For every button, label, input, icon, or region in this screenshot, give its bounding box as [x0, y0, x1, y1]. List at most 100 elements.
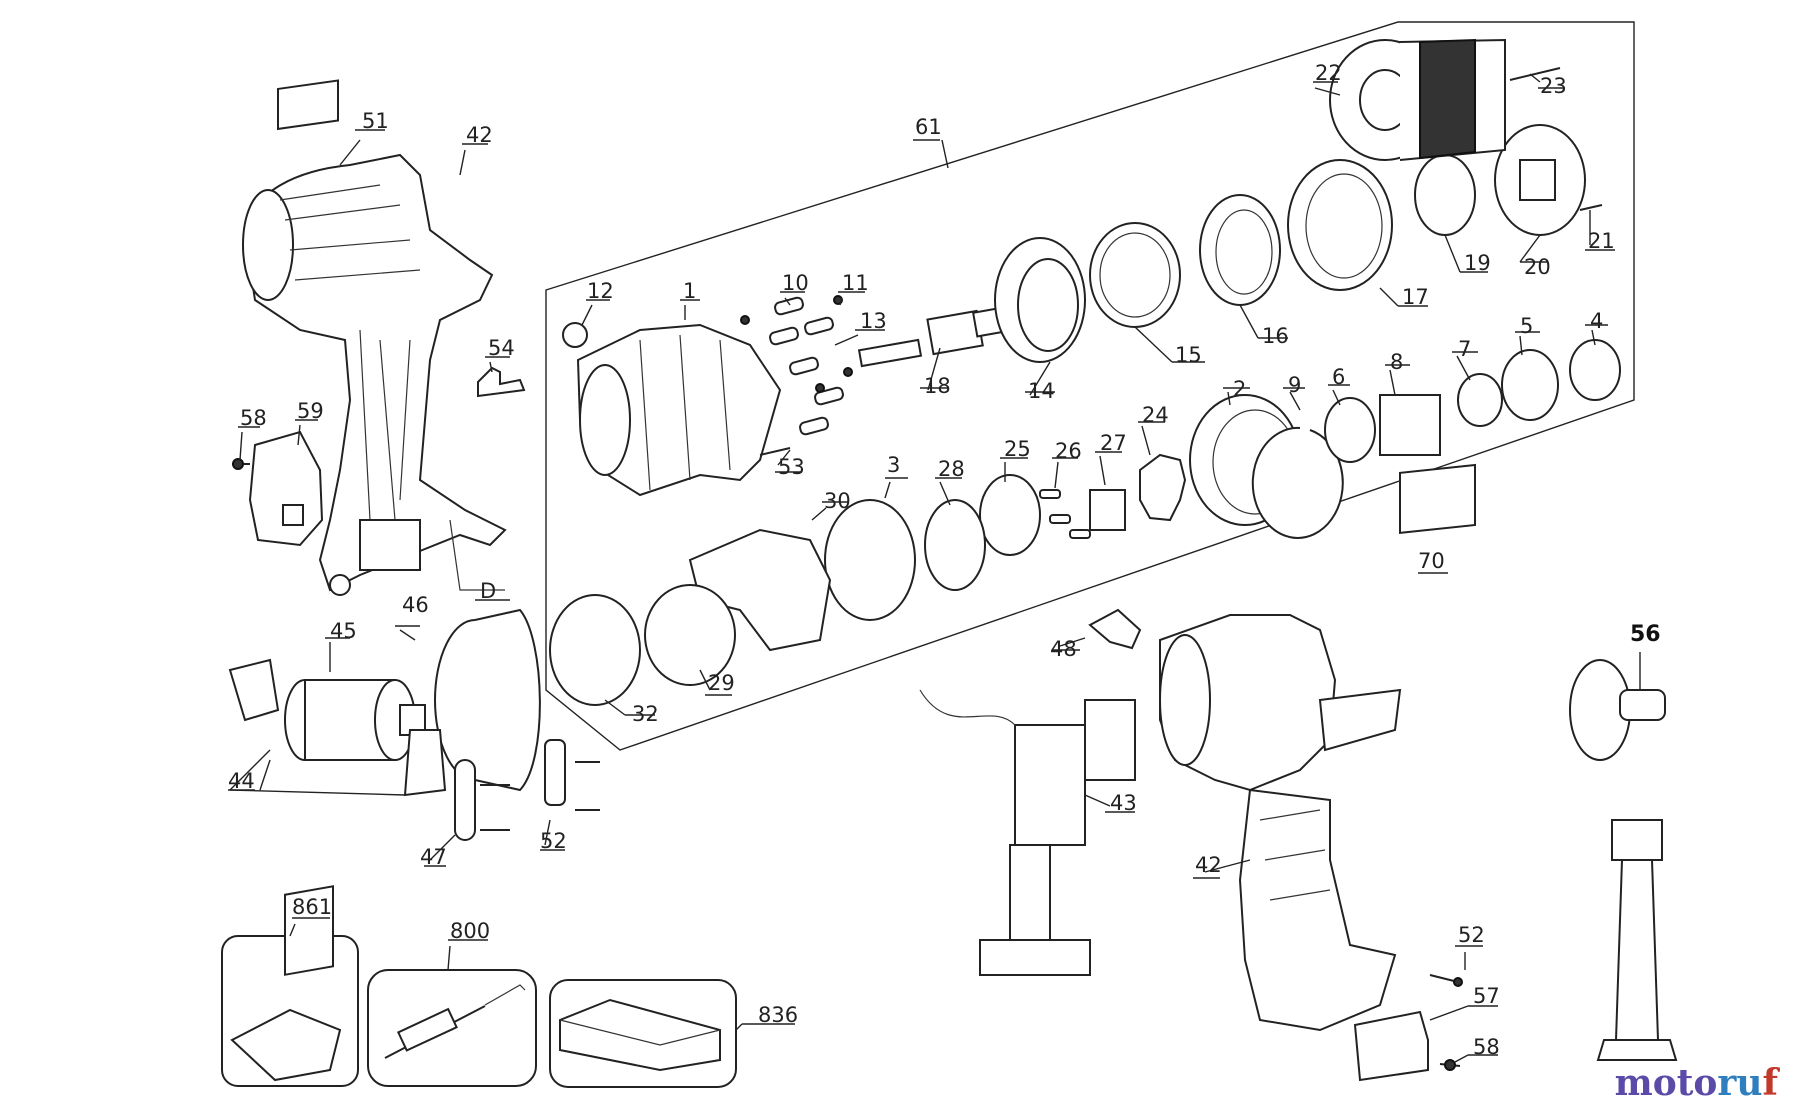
part-label-18: 18: [924, 374, 951, 398]
motor-can-46: [434, 608, 541, 792]
part-label-44: 44: [228, 769, 255, 793]
switch-43: [919, 689, 1136, 976]
part-label-17: 17: [1402, 285, 1429, 309]
part-label-54: 54: [488, 336, 515, 360]
pins-26: [1039, 489, 1091, 539]
brand-logo: motoruf: [1615, 1062, 1778, 1104]
logo-part-3: f: [1762, 1062, 1779, 1104]
spring-5: [1501, 349, 1559, 421]
part-label-58: 58: [240, 406, 267, 430]
part-label-26: 26: [1055, 439, 1082, 463]
part-label-57: 57: [1473, 984, 1500, 1008]
part-label-14: 14: [1028, 379, 1055, 403]
part-label-25: 25: [1004, 437, 1031, 461]
bearing-27: [1089, 489, 1126, 531]
screw-58-right: [1439, 1059, 1461, 1071]
carrier-8: [1379, 394, 1441, 456]
part-label-24: 24: [1142, 403, 1169, 427]
collar-17: [1287, 159, 1393, 291]
retaining-ring-9: [1251, 426, 1344, 539]
part-label-7: 7: [1458, 337, 1471, 361]
housing-right-half: [1159, 614, 1402, 1032]
belt-hook-59: [248, 430, 324, 547]
brush-lines-44: [229, 749, 406, 796]
part-label-52: 52: [540, 829, 567, 853]
leader-lines: [228, 73, 1641, 1063]
spring-15: [1089, 222, 1181, 328]
part-label-6: 6: [1332, 365, 1345, 389]
label-plate-51: [277, 79, 339, 131]
part-label-59: 59: [297, 399, 324, 423]
carrier-28: [924, 499, 986, 591]
part-label-27: 27: [1100, 431, 1127, 455]
gear-case-1: [576, 323, 782, 497]
part-label-42: 42: [466, 123, 493, 147]
link-47: [454, 759, 510, 841]
part-label-16: 16: [1262, 324, 1289, 348]
part-label-46: 46: [402, 593, 429, 617]
part-label-23: 23: [1540, 74, 1567, 98]
part-label-5: 5: [1520, 314, 1533, 338]
part-label-13: 13: [860, 309, 887, 333]
bolt-53: [759, 447, 791, 456]
part-label-29: 29: [708, 671, 735, 695]
washer-24: [1139, 453, 1187, 522]
pins-10-11-13: [740, 295, 853, 436]
plate-25: [979, 474, 1041, 556]
part-label-21: 21: [1588, 229, 1615, 253]
part-label-D: D: [480, 579, 496, 603]
part-label-3: 3: [887, 453, 900, 477]
accessory-800: [367, 969, 537, 1087]
part-label-70: 70: [1418, 549, 1445, 573]
armature-45: [284, 679, 426, 761]
part-label-1: 1: [683, 279, 696, 303]
part-label-22: 22: [1315, 61, 1342, 85]
part-label-48: 48: [1050, 637, 1077, 661]
part-label-53: 53: [778, 455, 805, 479]
ring-gear-14: [994, 237, 1086, 363]
toolbox-836: [549, 979, 737, 1088]
part-label-58-right: 58: [1473, 1035, 1500, 1059]
part-label-4: 4: [1590, 309, 1603, 333]
part-label-12: 12: [587, 279, 614, 303]
gear-12: [562, 322, 588, 348]
part-label-8: 8: [1390, 350, 1403, 374]
screw-58-left: [232, 458, 250, 470]
part-label-61: 61: [915, 115, 942, 139]
spindle-18: [857, 306, 1009, 368]
part-label-800: 800: [450, 919, 490, 943]
stator-29: [644, 584, 736, 686]
clip-54: [477, 366, 526, 398]
bracket-52: [544, 739, 600, 811]
screw-21: [1579, 204, 1603, 211]
chuck-adapter-20: [1494, 124, 1586, 236]
housing-left-half: [242, 153, 507, 596]
snap-ring-3: [824, 499, 916, 621]
part-label-19: 19: [1464, 251, 1491, 275]
part-label-47: 47: [420, 845, 447, 869]
screw-23: [1509, 67, 1561, 81]
label-plate-70: [1399, 463, 1476, 534]
gear-assembly-frame: [545, 21, 1635, 751]
part-label-9: 9: [1288, 373, 1301, 397]
side-handle-56: [1569, 659, 1678, 1061]
o-ring-19: [1414, 154, 1476, 236]
part-label-45: 45: [330, 619, 357, 643]
part-labels: 51 42 54 58 59 D 61 22 23 12 1 10 11 13 …: [228, 61, 1661, 1059]
brush-plates-44: [228, 658, 447, 797]
chuck-22: [1329, 38, 1506, 161]
logo-part-2: ru: [1717, 1062, 1763, 1104]
trigger-48: [1088, 608, 1142, 650]
part-label-2: 2: [1233, 377, 1246, 401]
part-label-861: 861: [292, 895, 332, 919]
part-label-56: 56: [1630, 622, 1661, 647]
part-label-28: 28: [938, 457, 965, 481]
foot-57: [1353, 1010, 1429, 1082]
case-861: [221, 885, 359, 1087]
gear-7: [1457, 373, 1503, 427]
end-cap-32: [549, 594, 641, 706]
part-label-836: 836: [758, 1003, 798, 1027]
part-label-32: 32: [632, 702, 659, 726]
part-label-52-right: 52: [1458, 923, 1485, 947]
